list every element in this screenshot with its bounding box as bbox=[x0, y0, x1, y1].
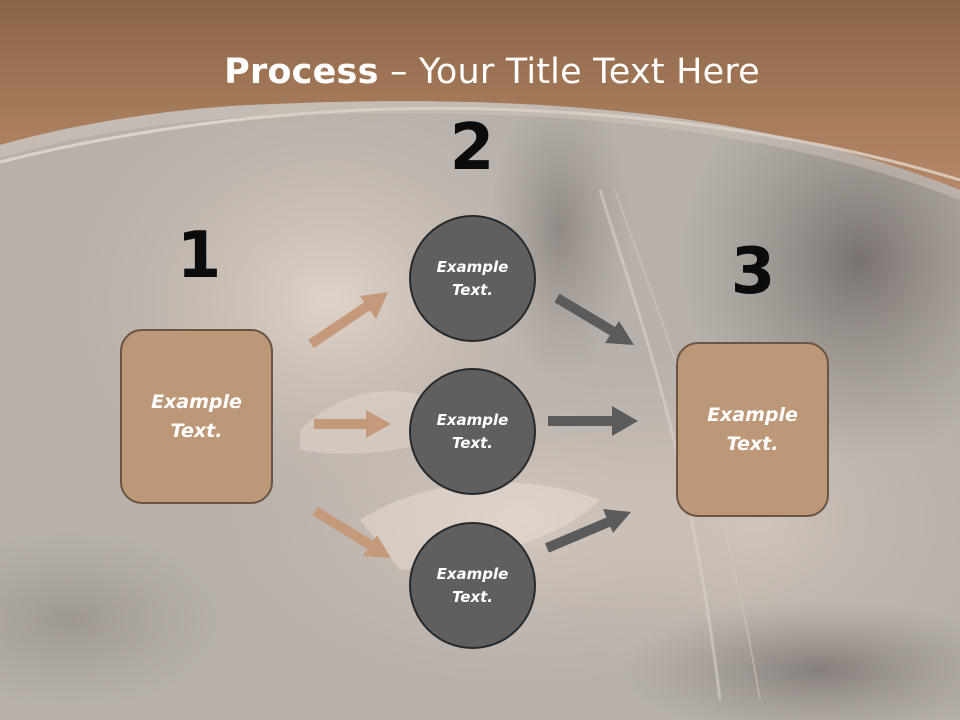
title-bold: Process bbox=[224, 52, 379, 92]
slide-title: Process – Your Title Text Here bbox=[0, 52, 960, 92]
circle-middle-text: Example Text. bbox=[436, 410, 509, 452]
left-step-box: Example Text. bbox=[120, 329, 273, 504]
step-number-3: 3 bbox=[730, 235, 776, 309]
circle-top-text: Example Text. bbox=[436, 257, 509, 299]
right-step-text: Example Text. bbox=[707, 403, 798, 455]
step-circle-top: Example Text. bbox=[409, 215, 536, 342]
step-circle-bottom: Example Text. bbox=[409, 522, 536, 649]
step-number-1: 1 bbox=[176, 219, 222, 293]
step-number-2: 2 bbox=[449, 111, 495, 185]
right-step-box: Example Text. bbox=[676, 342, 829, 517]
circle-bottom-text: Example Text. bbox=[436, 564, 509, 606]
step-circle-middle: Example Text. bbox=[409, 368, 536, 495]
left-step-text: Example Text. bbox=[151, 390, 242, 442]
title-rest: – Your Title Text Here bbox=[378, 52, 760, 92]
